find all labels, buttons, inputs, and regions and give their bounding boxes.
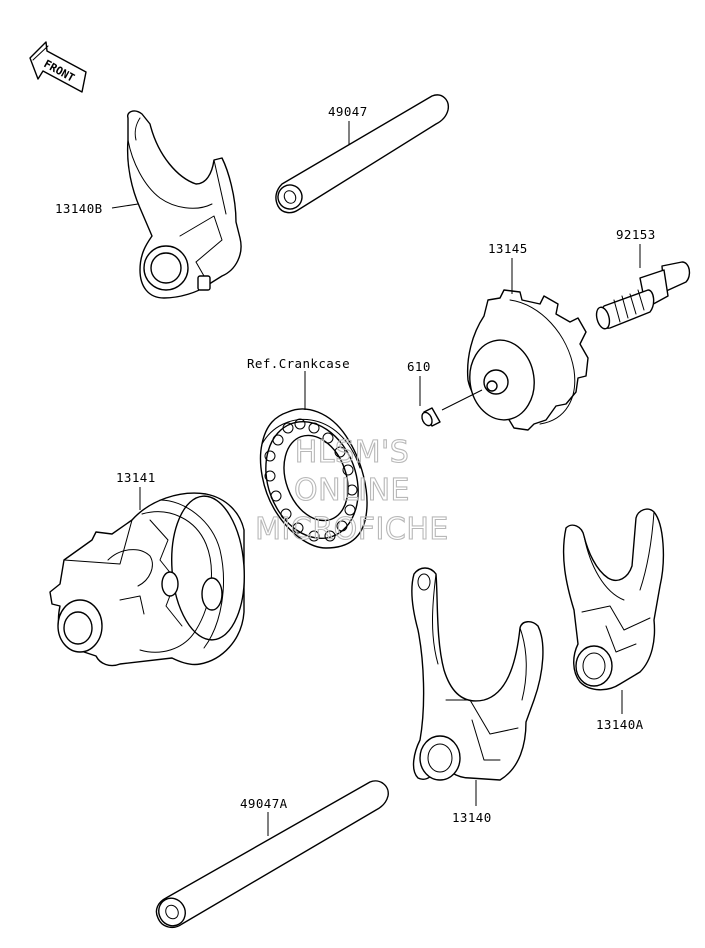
label-610: 610 xyxy=(407,359,431,374)
label-ref-crankcase: Ref.Crankcase xyxy=(247,356,350,371)
label-13140: 13140 xyxy=(452,810,492,825)
label-49047a: 49047A xyxy=(240,796,288,811)
shift-fork-13140b xyxy=(126,110,242,299)
label-13140a: 13140A xyxy=(596,717,644,732)
shift-fork-13140 xyxy=(411,567,544,781)
label-13140b: 13140B xyxy=(55,201,103,216)
watermark-line-1: HLSM'S xyxy=(295,435,410,470)
shift-rod-49047 xyxy=(275,94,449,214)
label-13141: 13141 xyxy=(116,470,156,485)
watermark: HLSM'S ONLINE MICROFICHE xyxy=(255,434,449,547)
dowel-pin-610 xyxy=(421,407,441,427)
bolt-92153 xyxy=(595,261,691,330)
label-13145: 13145 xyxy=(488,241,528,256)
watermark-line-3: MICROFICHE xyxy=(255,512,449,547)
shift-drum-cam-13145 xyxy=(466,289,589,431)
shift-fork-13140a xyxy=(562,508,665,691)
label-49047: 49047 xyxy=(328,104,368,119)
bearing-ref-crankcase xyxy=(259,408,368,549)
shift-drum-13141 xyxy=(49,492,245,667)
front-arrow: FRONT xyxy=(29,41,87,93)
shift-rod-49047a xyxy=(155,780,389,929)
leader-610-drum xyxy=(441,389,483,411)
label-92153: 92153 xyxy=(616,227,656,242)
leader-13140b xyxy=(111,203,139,209)
watermark-line-2: ONLINE xyxy=(294,473,410,508)
